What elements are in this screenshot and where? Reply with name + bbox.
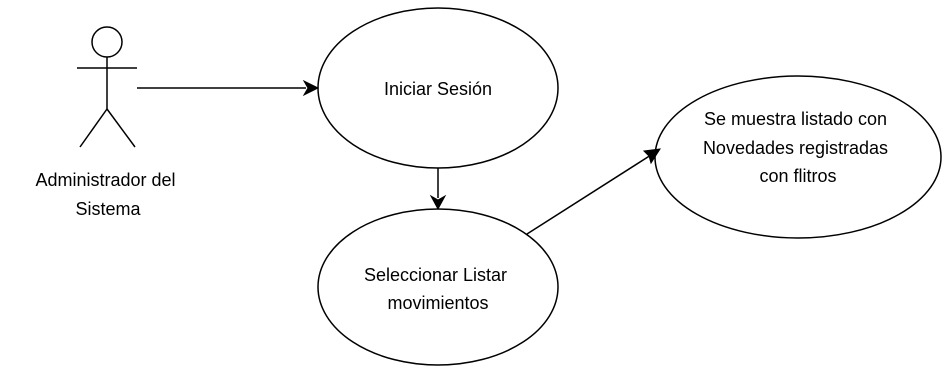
use-case-select-list-label-line2: movimientos: [387, 293, 488, 313]
use-case-show-list-label-line2: Novedades registradas: [703, 138, 888, 158]
connector-select-list-to-show-list-line: [526, 154, 652, 235]
connector-select-list-to-show-list[interactable]: [526, 148, 661, 235]
use-case-select-list[interactable]: Seleccionar Listar movimientos: [317, 208, 559, 366]
use-case-show-list-label: Se muestra listado con Novedades registr…: [703, 109, 893, 186]
use-case-select-list-label: Seleccionar Listar movimientos: [364, 265, 512, 313]
actor-head: [91, 26, 123, 58]
connector-actor-to-login[interactable]: [137, 79, 320, 97]
actor-left-leg: [79, 108, 108, 148]
use-case-login-label-line1: Iniciar Sesión: [384, 79, 492, 99]
actor-label: Administrador del Sistema: [35, 170, 180, 219]
actor-label-line2: Sistema: [75, 199, 141, 219]
actor-label-line1: Administrador del: [35, 170, 175, 190]
use-case-show-list-label-line1: Se muestra listado con: [704, 109, 887, 129]
actor-figure[interactable]: [77, 26, 137, 148]
actor-right-leg: [106, 108, 136, 148]
use-case-show-list[interactable]: Se muestra listado con Novedades registr…: [654, 75, 942, 239]
use-case-select-list-label-line1: Seleccionar Listar: [364, 265, 507, 285]
use-case-login-label: Iniciar Sesión: [384, 79, 492, 99]
use-case-login[interactable]: Iniciar Sesión: [317, 7, 559, 169]
connector-select-list-to-show-list-arrowhead: [642, 148, 661, 165]
use-case-select-list-ellipse: [317, 208, 559, 366]
use-case-show-list-label-line3: con flitros: [759, 166, 836, 186]
connector-actor-to-login-arrowhead: [302, 79, 320, 97]
connector-login-to-select-list-arrowhead: [429, 194, 447, 211]
connector-login-to-select-list[interactable]: [429, 168, 447, 211]
